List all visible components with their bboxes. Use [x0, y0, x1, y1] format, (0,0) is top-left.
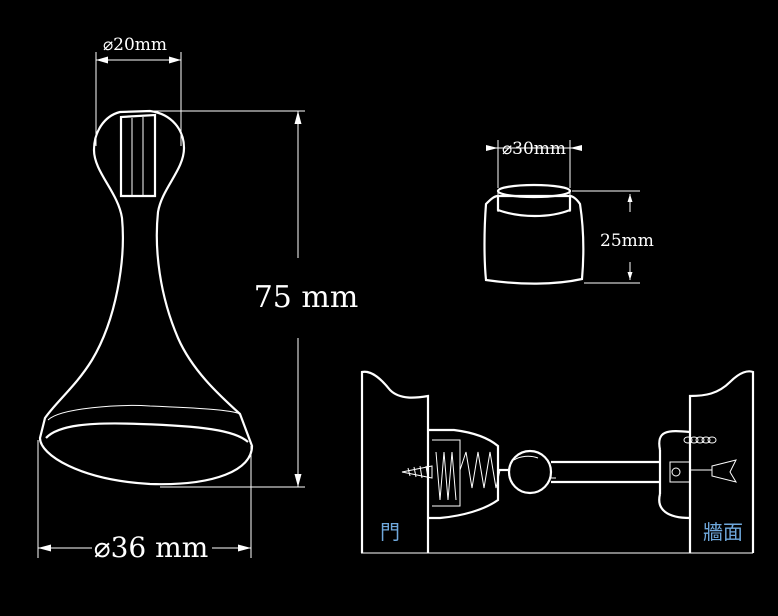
- top-diameter-label: ⌀20mm: [103, 35, 167, 55]
- installation-section-view: [360, 370, 755, 554]
- top-diameter-dimension: [95, 52, 182, 146]
- floor-catch-outline: [483, 183, 585, 285]
- base-diameter-dimension: [37, 440, 252, 558]
- wall-label: 牆面: [703, 520, 743, 544]
- catch-diameter-label: ⌀30mm: [502, 139, 566, 159]
- catch-height-dimension: [572, 190, 640, 284]
- height-label: 75 mm: [254, 280, 359, 315]
- base-diameter-label: ⌀36 mm: [94, 531, 209, 564]
- catch-height-label: 25mm: [600, 231, 654, 251]
- door-stopper-outline: [38, 109, 254, 486]
- height-dimension: [150, 110, 305, 488]
- door-label: 門: [380, 520, 400, 544]
- catch-diameter-dimension: [486, 140, 582, 188]
